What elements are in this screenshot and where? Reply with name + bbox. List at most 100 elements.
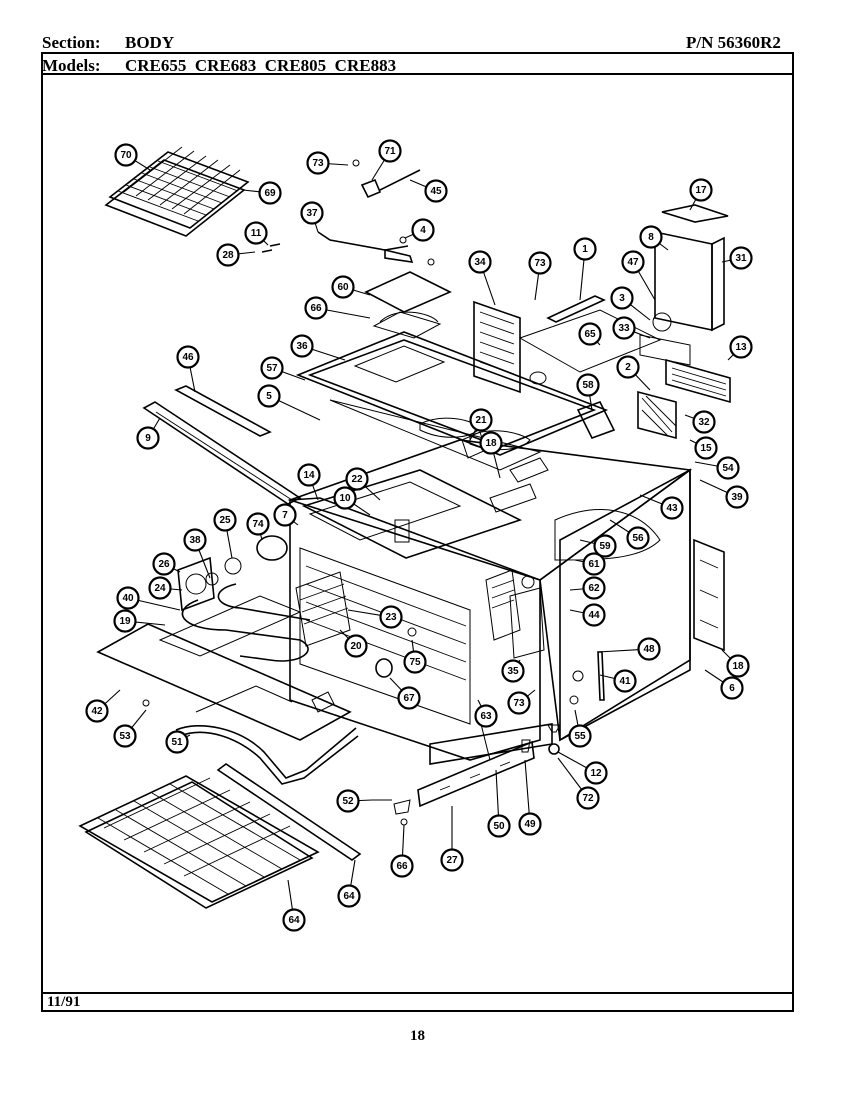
callout-bubble xyxy=(616,355,640,379)
callout-64: 64 xyxy=(282,908,306,932)
callout-63: 63 xyxy=(474,704,498,728)
callout-number: 63 xyxy=(480,711,492,722)
callout-number: 26 xyxy=(158,559,170,570)
callout-55: 55 xyxy=(568,724,592,748)
page-number: 18 xyxy=(410,1028,425,1044)
callout-number: 58 xyxy=(582,380,594,391)
callout-56: 56 xyxy=(626,526,650,550)
callout-number: 66 xyxy=(396,861,408,872)
callout-40: 40 xyxy=(116,586,140,610)
diagram-frame xyxy=(41,52,794,1012)
callout-21: 21 xyxy=(469,408,493,432)
callout-number: 75 xyxy=(409,657,421,668)
callout-bubble xyxy=(424,179,448,203)
callout-number: 7 xyxy=(282,510,288,521)
callout-bubble xyxy=(584,761,608,785)
models-label: Models: xyxy=(42,56,101,75)
rod-assembly xyxy=(261,231,414,263)
callout-bubble xyxy=(716,456,740,480)
callout-bubble xyxy=(626,526,650,550)
callout-number: 12 xyxy=(590,768,602,779)
callout-number: 20 xyxy=(350,641,362,652)
callout-bubble xyxy=(610,286,634,310)
callout-number: 40 xyxy=(122,593,134,604)
callout-bubble xyxy=(518,812,542,836)
callout-bubble xyxy=(244,221,268,245)
callout-2: 2 xyxy=(616,355,640,379)
callout-bubble xyxy=(729,335,753,359)
callout-bubble xyxy=(726,654,750,678)
callout-50: 50 xyxy=(487,814,511,838)
callout-bubble xyxy=(258,181,282,205)
rear-duct-assembly xyxy=(637,204,731,440)
callout-bubble xyxy=(337,884,361,908)
callout-number: 74 xyxy=(252,519,264,530)
callout-8: 8 xyxy=(639,225,663,249)
vent-bracket xyxy=(352,159,421,199)
callout-number: 5 xyxy=(266,391,272,402)
callout-bubble xyxy=(290,334,314,358)
callout-bubble xyxy=(116,586,140,610)
callout-number: 23 xyxy=(385,612,397,623)
callout-bubble xyxy=(720,676,744,700)
callout-number: 52 xyxy=(342,796,354,807)
callout-number: 43 xyxy=(666,503,678,514)
callout-bubble xyxy=(336,789,360,813)
callout-number: 57 xyxy=(266,363,278,374)
callout-66: 66 xyxy=(390,854,414,878)
callout-9: 9 xyxy=(136,426,160,450)
callout-72: 72 xyxy=(576,786,600,810)
callout-bubble xyxy=(148,576,172,600)
callout-bubble xyxy=(440,848,464,872)
callout-48: 48 xyxy=(637,637,661,661)
callout-51: 51 xyxy=(165,730,189,754)
callout-number: 73 xyxy=(513,698,525,709)
callout-bubble xyxy=(403,650,427,674)
part-drawings xyxy=(78,146,731,909)
callout-number: 6 xyxy=(729,683,735,694)
callout-17: 17 xyxy=(689,178,713,202)
callout-number: 18 xyxy=(485,438,497,449)
callout-number: 35 xyxy=(507,666,519,677)
callout-bubble xyxy=(573,237,597,261)
callout-number: 2 xyxy=(625,362,631,373)
callout-bubble xyxy=(260,356,284,380)
section-label: Section: xyxy=(42,33,101,52)
callout-bubble xyxy=(136,426,160,450)
callout-69: 69 xyxy=(258,181,282,205)
callout-number: 46 xyxy=(182,352,194,363)
callout-bubble xyxy=(639,225,663,249)
callout-number: 70 xyxy=(120,150,132,161)
callout-26: 26 xyxy=(152,552,176,576)
callout-27: 27 xyxy=(440,848,464,872)
callout-73: 73 xyxy=(528,251,552,275)
callout-bubble xyxy=(411,218,435,242)
callout-22: 22 xyxy=(345,467,369,491)
callout-number: 64 xyxy=(288,915,300,926)
callout-bubble xyxy=(297,463,321,487)
callout-number: 4 xyxy=(420,225,426,236)
callout-15: 15 xyxy=(694,436,718,460)
callout-bubble xyxy=(113,724,137,748)
callout-41: 41 xyxy=(613,669,637,693)
callout-71: 71 xyxy=(378,139,402,163)
oven-rack-lower xyxy=(78,775,320,909)
callout-number: 37 xyxy=(306,208,318,219)
callout-61: 61 xyxy=(582,552,606,576)
callout-number: 13 xyxy=(735,342,747,353)
callout-number: 65 xyxy=(584,329,596,340)
callout-4: 4 xyxy=(411,218,435,242)
callout-number: 69 xyxy=(264,188,276,199)
callout-number: 72 xyxy=(582,793,594,804)
callout-number: 44 xyxy=(588,610,600,621)
callout-23: 23 xyxy=(379,605,403,629)
callout-bubble xyxy=(578,322,602,346)
callout-bubble xyxy=(593,534,617,558)
callout-bubble xyxy=(379,605,403,629)
callout-73: 73 xyxy=(306,151,330,175)
callout-58: 58 xyxy=(576,373,600,397)
callout-33: 33 xyxy=(612,316,636,340)
callout-bubble xyxy=(306,151,330,175)
header-divider xyxy=(41,73,794,75)
